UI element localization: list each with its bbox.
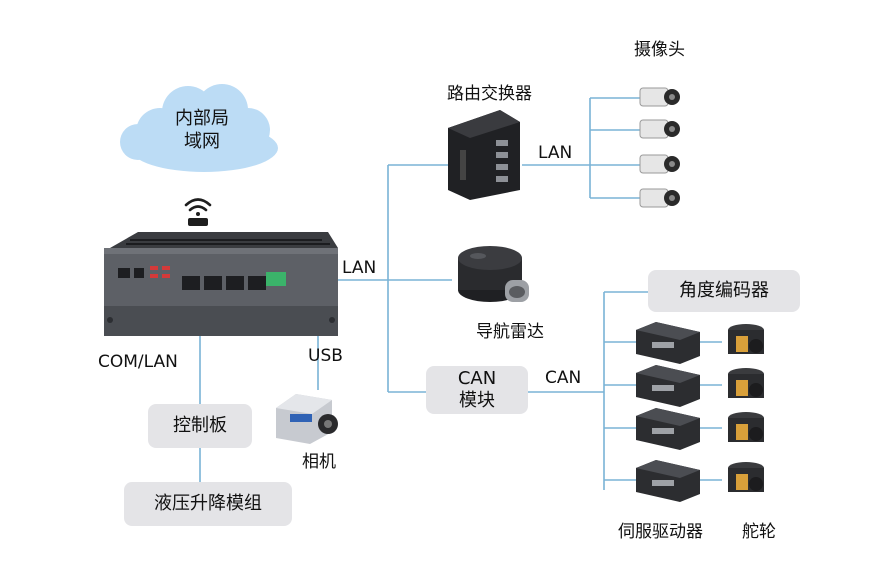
control-board-box: 控制板 xyxy=(148,404,252,448)
steering-wheel-icon xyxy=(728,462,764,492)
steering-wheel-icon xyxy=(728,324,764,354)
servo-drivers-label: 伺服驱动器 xyxy=(618,522,703,542)
camera-icon xyxy=(639,188,680,208)
servo-driver-icon xyxy=(636,408,700,450)
usb-label: USB xyxy=(308,346,343,366)
industrial-pc-icon xyxy=(104,232,338,336)
servo-driver-icon xyxy=(636,365,700,407)
encoder-box: 角度编码器 xyxy=(648,270,800,312)
servo-driver-icon xyxy=(636,460,700,502)
lidar-icon xyxy=(458,246,529,302)
lan-label-main: LAN xyxy=(342,258,377,278)
cloud-shape xyxy=(120,84,278,172)
can-module-line2: 模块 xyxy=(459,390,495,411)
can-link-label: CAN xyxy=(545,368,582,388)
cameras-label: 摄像头 xyxy=(634,40,685,60)
servo-driver-icon xyxy=(636,322,700,364)
camera-icon xyxy=(639,154,680,174)
router-label: 路由交换器 xyxy=(447,84,532,104)
cloud-label-line1: 内部局 xyxy=(175,108,229,129)
steering-wheels-label: 舵轮 xyxy=(742,522,776,542)
com-lan-label: COM/LAN xyxy=(98,352,178,372)
steering-wheel-icon xyxy=(728,412,764,442)
steering-wheel-icon xyxy=(728,368,764,398)
camera-icon xyxy=(639,87,680,107)
router-switch-icon xyxy=(448,110,520,200)
lidar-label: 导航雷达 xyxy=(476,322,544,342)
wifi-badge xyxy=(188,218,208,226)
usb-camera-icon xyxy=(276,394,338,444)
hydraulic-lift-box: 液压升降模组 xyxy=(124,482,292,526)
wifi-icon xyxy=(184,198,212,216)
cloud-label-line2: 域网 xyxy=(184,130,220,152)
camera-usb-label: 相机 xyxy=(302,452,336,472)
lan-label-router: LAN xyxy=(538,143,573,163)
cloud-label: 内部局 域网 xyxy=(150,108,254,153)
can-module-box: CAN 模块 xyxy=(426,366,528,414)
connection-lines xyxy=(199,97,722,490)
camera-icon xyxy=(639,119,680,139)
can-module-line1: CAN xyxy=(457,368,497,390)
